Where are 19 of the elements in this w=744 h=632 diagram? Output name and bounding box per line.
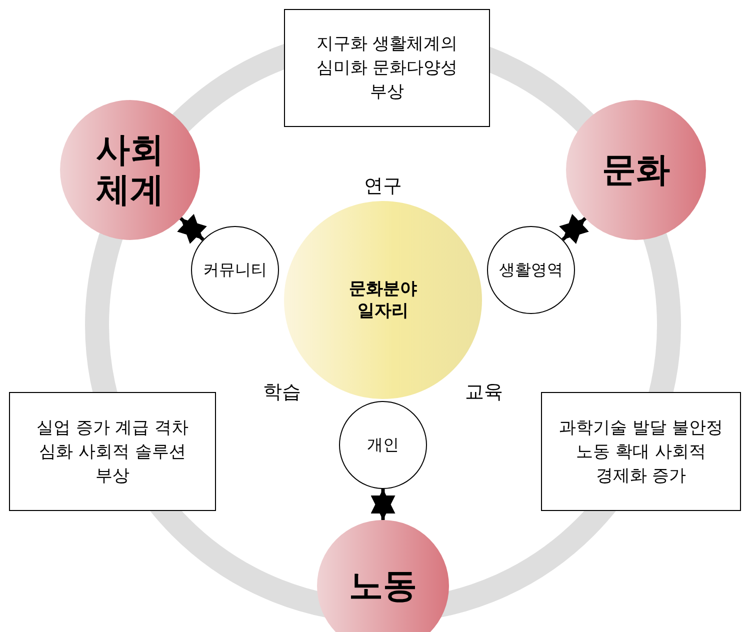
node-label: 노동: [348, 566, 418, 606]
note-text: 실업 증가 계급 격차 심화 사회적 솔루션 부상: [35, 416, 190, 488]
double-arrow: [559, 214, 590, 244]
text-box: [284, 9, 490, 127]
node-label: 커뮤니티: [203, 260, 267, 280]
keyword-label: 연구: [364, 174, 402, 199]
node-label: 생활영역: [499, 260, 563, 280]
keyword-label: 교육: [465, 380, 503, 405]
text-box: [541, 392, 741, 511]
node-label: 사회 체계: [95, 130, 165, 210]
note-text: 지구화 생활체계의 심미화 문화다양성 부상: [315, 33, 459, 104]
node-label: 문화: [601, 150, 671, 190]
node-label: 개인: [367, 434, 399, 456]
text-box: [9, 392, 216, 511]
keyword-label: 학습: [263, 380, 301, 405]
double-arrow: [176, 214, 207, 244]
note-text: 과학기술 발달 불안정 노동 확대 사회적 경제화 증가: [558, 416, 724, 488]
node-label: 문화분야 일자리: [348, 278, 418, 322]
double-arrow: [370, 489, 396, 520]
